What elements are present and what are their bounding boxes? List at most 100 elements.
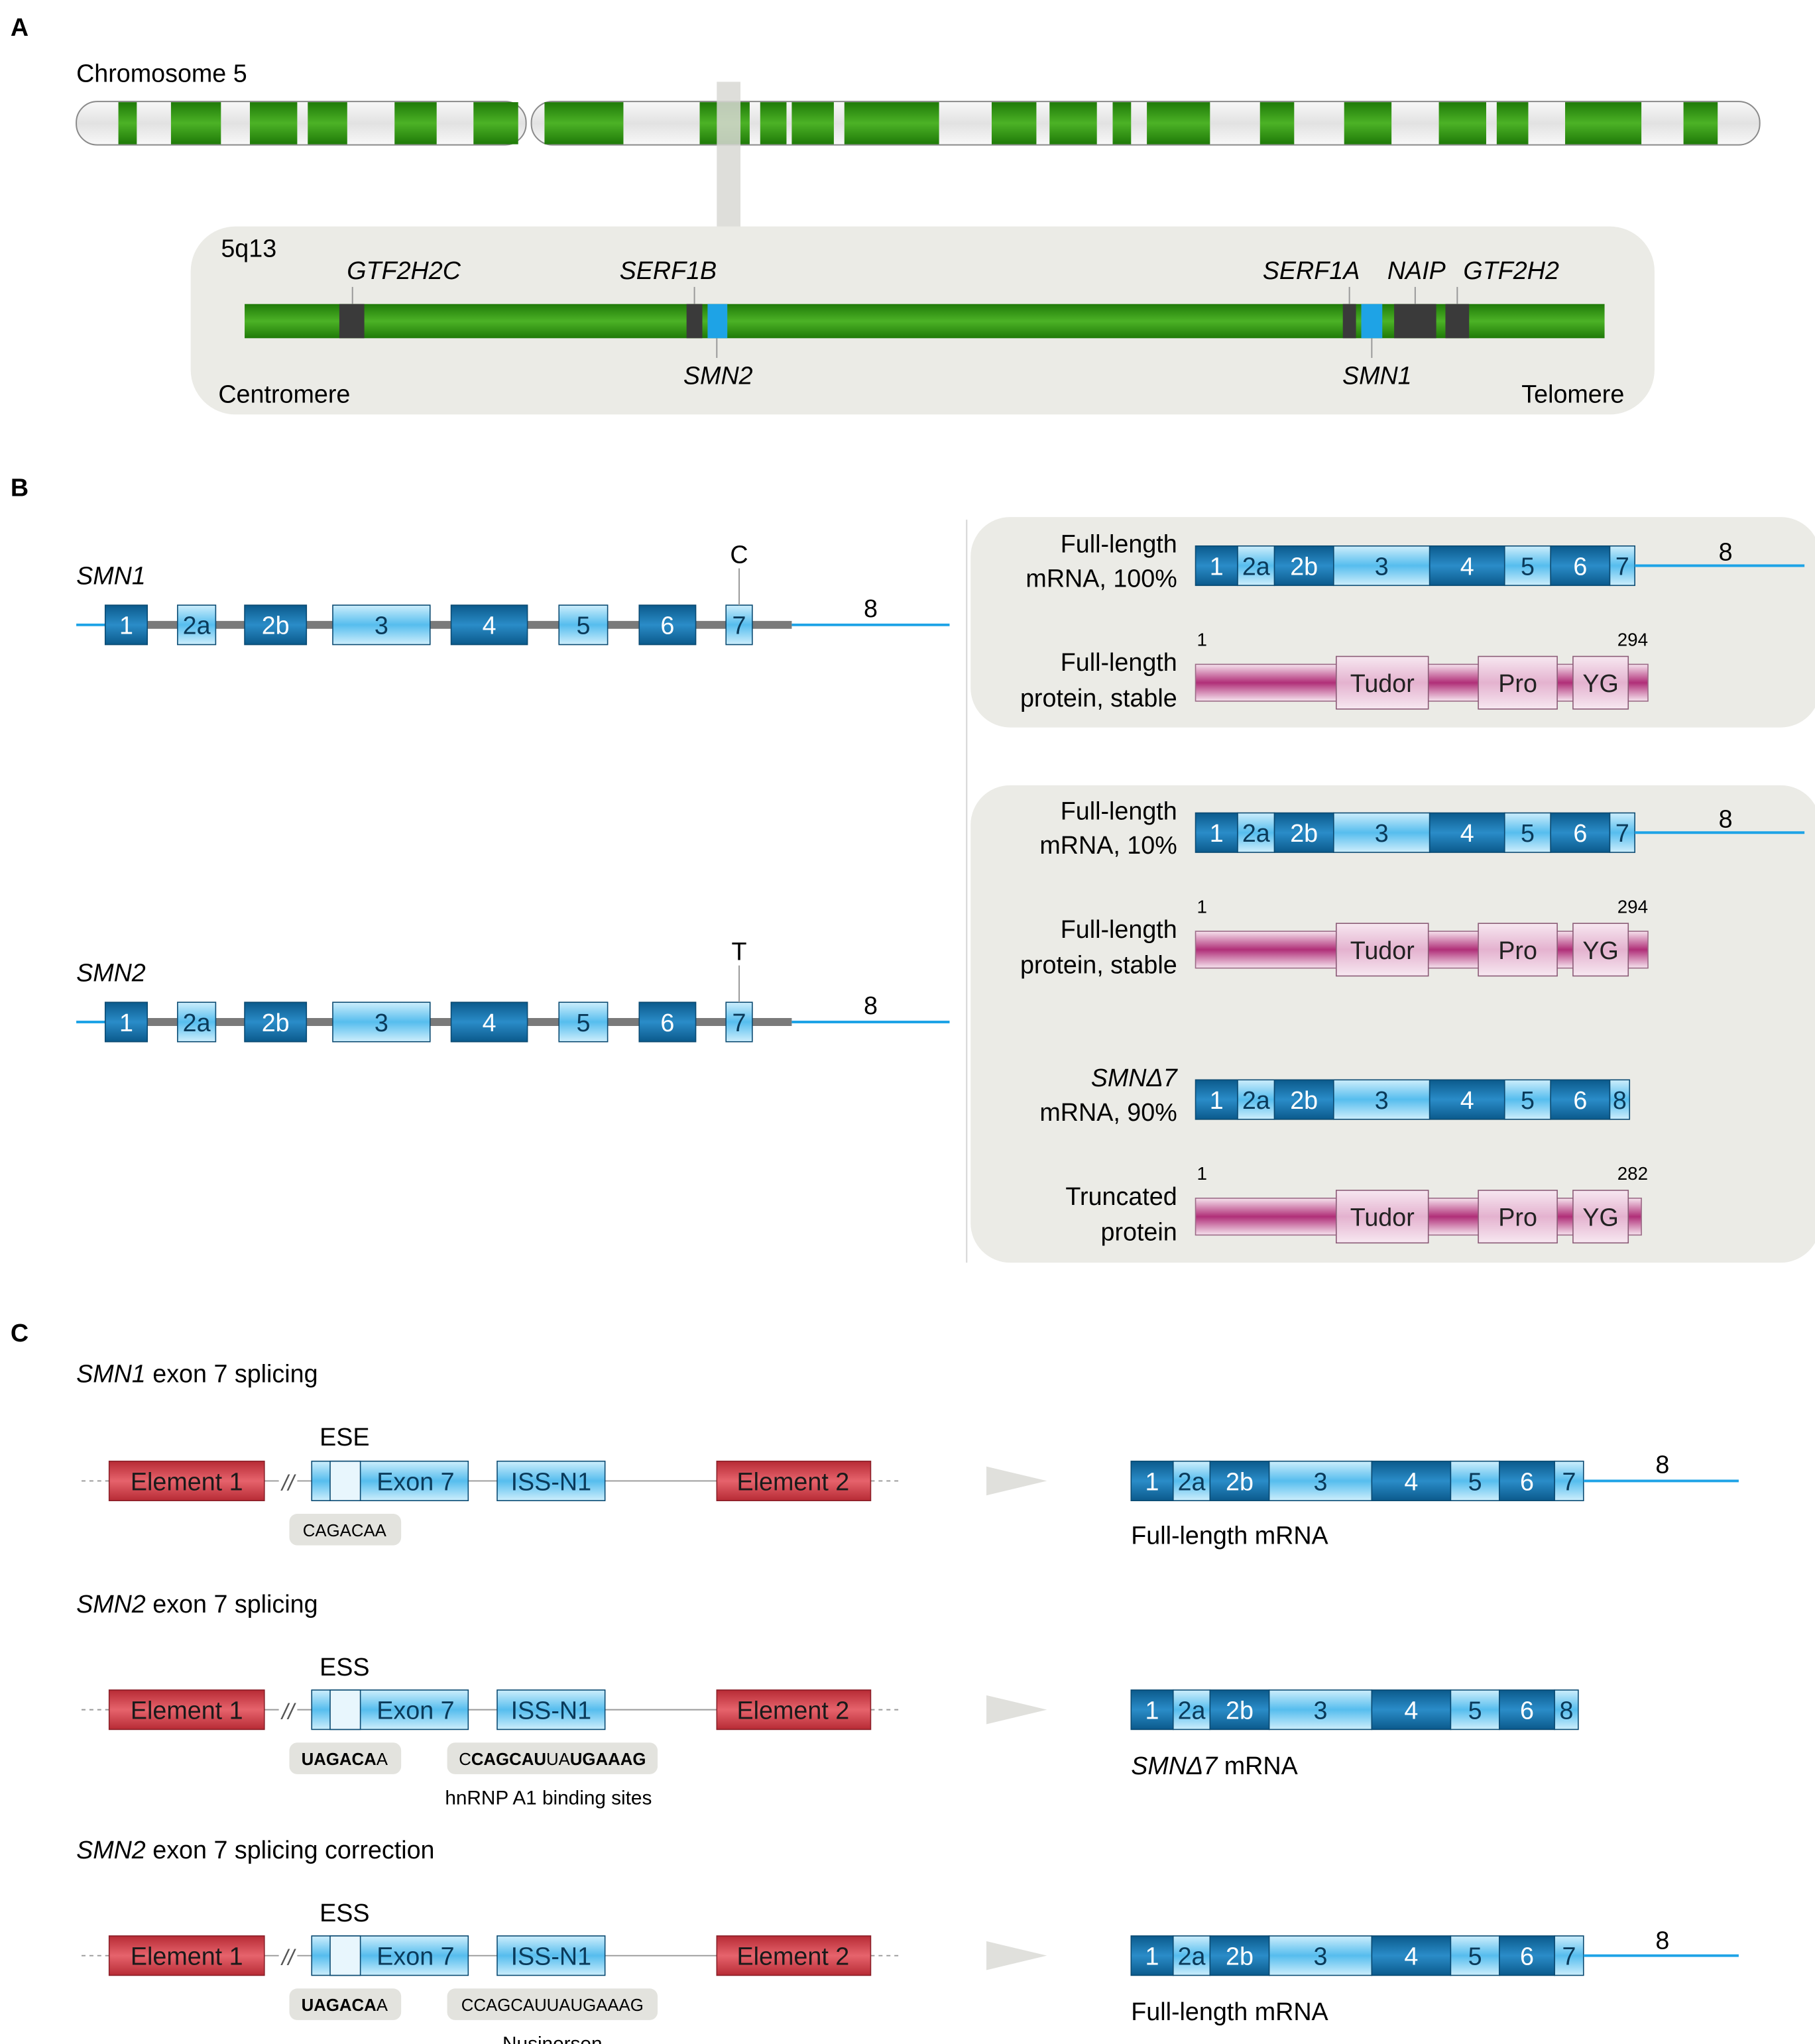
mrna-exon-label: 1 [1145,1697,1159,1725]
mrna-exon-label: 1 [1210,552,1224,580]
mrna-exon [1268,1935,1373,1976]
chromosome-bands [118,102,1718,144]
smn2-protein-end: 294 [1617,896,1648,917]
row2-note: hnRNP A1 binding sites [445,1788,652,1809]
row3-title-rest: exon 7 splicing correction [146,1836,435,1864]
mrna-exon [1237,812,1275,853]
protein-domain-label: Pro [1498,937,1537,964]
panel-a-label: A [11,13,29,41]
row2-result-label-gene: SMNΔ7 [1131,1752,1218,1780]
mrna-exon [1237,1079,1275,1120]
mrna-exon [1273,812,1334,853]
mrna-exon [1503,545,1551,587]
mrna-exon-label: 8 [1613,1086,1627,1114]
row2-seq-right-box [447,1742,658,1774]
protein-domain [1478,655,1558,710]
row1-arrow [986,1466,1047,1496]
mrna-exon-label: 2a [1178,1697,1206,1725]
exon-block [332,604,431,646]
smn2-protein-label-1: Full-length [1061,915,1177,943]
mrna-exon-label: 7 [1615,819,1629,847]
exon-label: 7 [732,1009,746,1037]
mrna-exon-label: 2a [1242,819,1270,847]
mrna-exon-label: 2a [1178,1467,1206,1495]
row2-seq-left-bold: UAGACA [302,1750,377,1769]
element-2-label: Element 2 [737,1943,850,1970]
mrna-exon [1371,1935,1452,1976]
smn1-protein-label-2: protein, stable [1020,684,1177,712]
smn2-exon8-label: 8 [864,992,878,1019]
row1-title: SMN1 exon 7 splicing [76,1360,318,1388]
exon7-label: Exon 7 [377,1467,454,1495]
row3-seq-left: UAGACAA [302,1996,388,2015]
iss-n1-label: ISS-N1 [511,1467,591,1495]
row2-title-gene: SMN2 [76,1590,146,1618]
mrna-exon-label: 1 [1145,1943,1159,1970]
mrna-exon [1195,545,1238,587]
mrna-exon-label: 5 [1521,819,1535,847]
exon-block [104,1001,148,1043]
element-1-label: Element 1 [131,1467,243,1495]
mrna-exon-label: 4 [1404,1467,1418,1495]
row2-site-label: ESS [320,1653,369,1681]
mrna-exon [1130,1689,1174,1731]
exon-label: 1 [119,1009,133,1037]
protein-domain [1572,1190,1629,1244]
element-1-box [108,1460,265,1501]
mrna-exon-label: 6 [1520,1697,1534,1725]
mrna-exon-label: 5 [1521,552,1535,580]
mrna-exon-label: 5 [1468,1697,1482,1725]
row1-seq-left-box [289,1514,402,1546]
smn1-mrna-exon8-label: 8 [1719,538,1733,566]
regulatory-site-box [329,1935,361,1976]
row3-result-label: Full-length mRNA [1131,1998,1328,2025]
exon-block [450,604,528,646]
mrna-exon-label: 6 [1573,1086,1587,1114]
row3-site-label: ESS [320,1899,369,1927]
mrna-exon [1429,812,1505,853]
smn1-protein-end: 294 [1617,630,1648,650]
mrna-exon [1429,545,1505,587]
element-1-box [108,1935,265,1976]
mrna-exon-label: 3 [1314,1697,1328,1725]
exon-label: 1 [119,612,133,640]
row2-result-label-rest: mRNA [1217,1752,1298,1780]
element-2-box [716,1935,872,1976]
mrna-exon-label: 4 [1404,1697,1418,1725]
mrna-exon-label: 2b [1226,1697,1254,1725]
gene-gtf2h2c-block [339,304,365,339]
element-2-box [716,1460,872,1501]
mrna-exon [1550,1079,1611,1120]
chromosome-label: Chromosome 5 [76,59,247,87]
mrna-exon-label: 1 [1210,819,1224,847]
panel-a: A Chromosome 5 [11,13,1761,415]
mrna-exon [1333,545,1431,587]
regulatory-site-box [329,1689,361,1731]
smn-delta7-label-2: mRNA, 90% [1039,1098,1177,1126]
protein-domain-label: Tudor [1350,1204,1415,1231]
truncated-protein-end: 282 [1617,1163,1648,1184]
panel-c-label: C [11,1319,29,1347]
row2-title-rest: exon 7 splicing [146,1590,318,1618]
gene-label-gtf2h2: GTF2H2 [1463,256,1559,284]
mrna-exon [1609,812,1635,853]
protein-domain [1336,655,1429,710]
row3-seq-left-box [289,1988,402,2020]
row3-seq-right: CCAGCAUUAUGAAAG [461,1996,644,2015]
mrna-exon [1172,1689,1211,1731]
telomere-label: Telomere [1521,380,1624,408]
iss-n1-label: ISS-N1 [511,1943,591,1970]
exon-label: 6 [660,1009,674,1037]
smn1-protein-start: 1 [1197,630,1206,650]
mrna-exon [1499,1460,1555,1501]
row3-title-gene: SMN2 [76,1836,146,1864]
exon-block [244,1001,308,1043]
row1-result-label: Full-length mRNA [1131,1522,1328,1550]
